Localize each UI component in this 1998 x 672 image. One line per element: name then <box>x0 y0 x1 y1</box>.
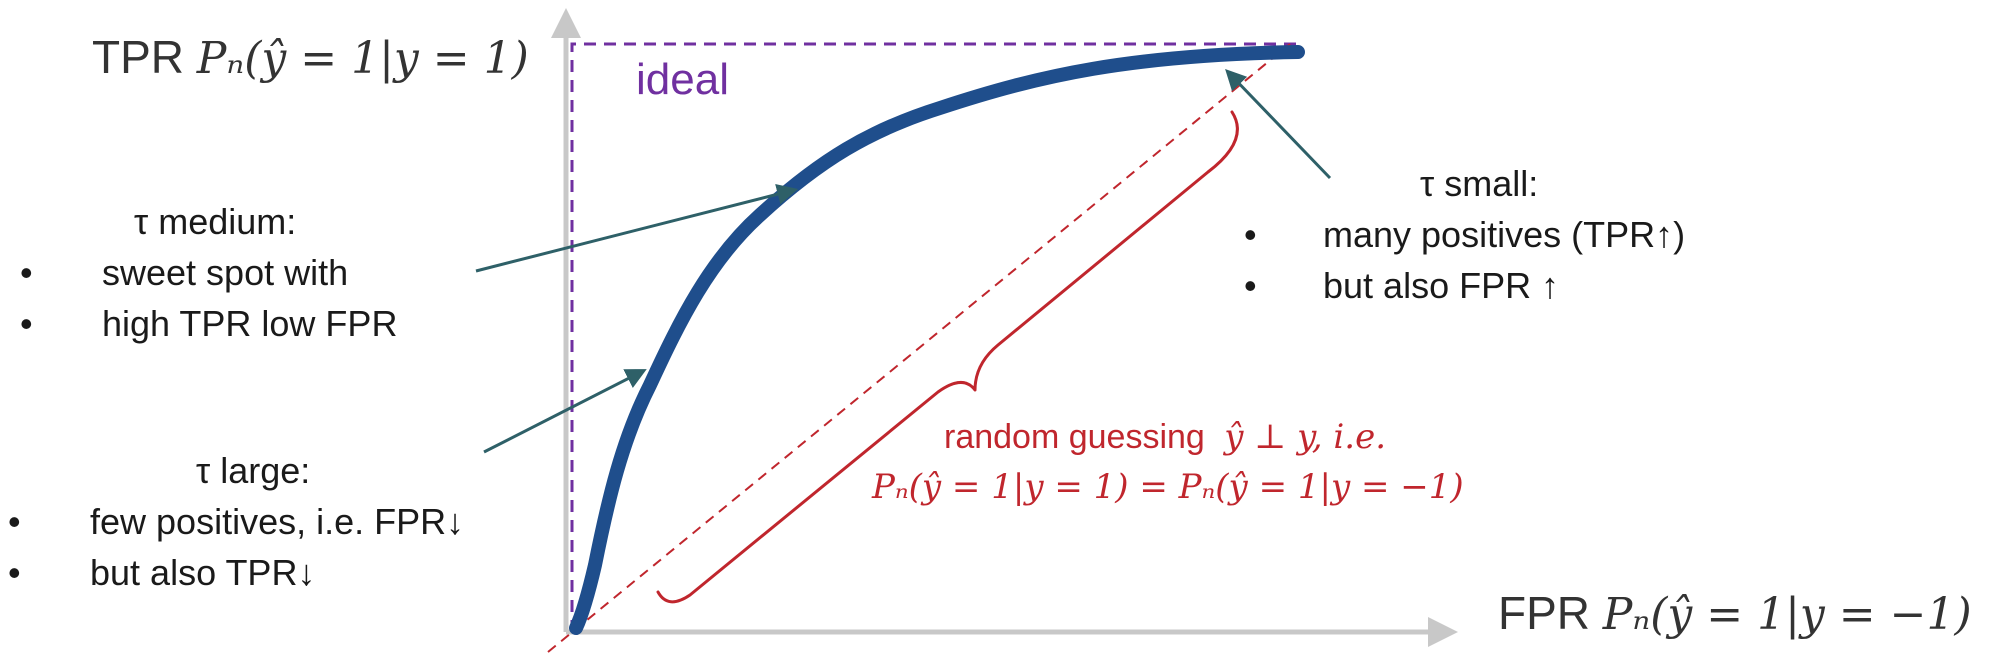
bullet-glyph: • <box>1244 214 1257 255</box>
tau-small-arrow <box>1225 68 1332 180</box>
random-guess-line1: random guessing ŷ ⊥ y, i.e. <box>944 420 1386 454</box>
tau-large-bullet-text: few positives, i.e. FPR↓ <box>90 501 465 542</box>
tau-medium-arrow <box>475 183 799 273</box>
random-guess-diagonal <box>547 43 1291 653</box>
bullet-glyph: • <box>20 252 33 293</box>
random-guess-independence: ŷ ⊥ y, i.e. <box>1224 417 1386 457</box>
tau-medium-annotation: τ medium: • sweet spot with • high TPR l… <box>20 196 480 356</box>
ideal-line <box>570 42 1298 632</box>
bullet-glyph: • <box>8 501 21 542</box>
tau-large-bullet-text: but also TPR↓ <box>90 552 316 593</box>
tau-small-heading: τ small: <box>1420 163 1539 204</box>
y-axis-formula: Pₙ(ŷ = 1|y = 1) <box>196 33 529 84</box>
x-axis-formula: Pₙ(ŷ = 1|y = −1) <box>1602 589 1972 640</box>
tau-large-heading: τ large: <box>196 450 311 491</box>
random-guess-equation: Pₙ(ŷ = 1|y = 1) = Pₙ(ŷ = 1|y = −1) <box>872 467 1464 507</box>
tau-small-bullet-text: but also FPR ↑ <box>1323 265 1560 306</box>
y-axis-label: TPR <box>92 31 184 83</box>
random-guess-line2: Pₙ(ŷ = 1|y = 1) = Pₙ(ŷ = 1|y = −1) <box>872 470 1464 504</box>
random-guess-brace <box>656 110 1239 604</box>
bullet-glyph: • <box>1244 265 1257 306</box>
random-guess-text: random guessing <box>944 418 1205 456</box>
x-axis-label: FPR <box>1498 587 1590 639</box>
tau-large-arrow <box>483 369 647 454</box>
x-axis-title: FPR Pₙ(ŷ = 1|y = −1) <box>1498 590 1972 637</box>
tau-small-bullet-text: many positives (TPR↑) <box>1323 214 1686 255</box>
tau-small-annotation: τ small: • many positives (TPR↑) • but a… <box>1244 158 1764 318</box>
bullet-glyph: • <box>8 552 21 593</box>
tau-medium-bullet-text: high TPR low FPR <box>102 303 398 344</box>
bullet-glyph: • <box>20 303 33 344</box>
tau-large-annotation: τ large: • few positives, i.e. FPR↓ • bu… <box>8 445 548 605</box>
tau-medium-heading: τ medium: <box>134 201 297 242</box>
tau-medium-bullet-text: sweet spot with <box>102 252 349 293</box>
roc-curve <box>569 45 1305 635</box>
y-axis-title: TPR Pₙ(ŷ = 1|y = 1) <box>92 34 529 81</box>
ideal-label: ideal <box>636 55 729 104</box>
